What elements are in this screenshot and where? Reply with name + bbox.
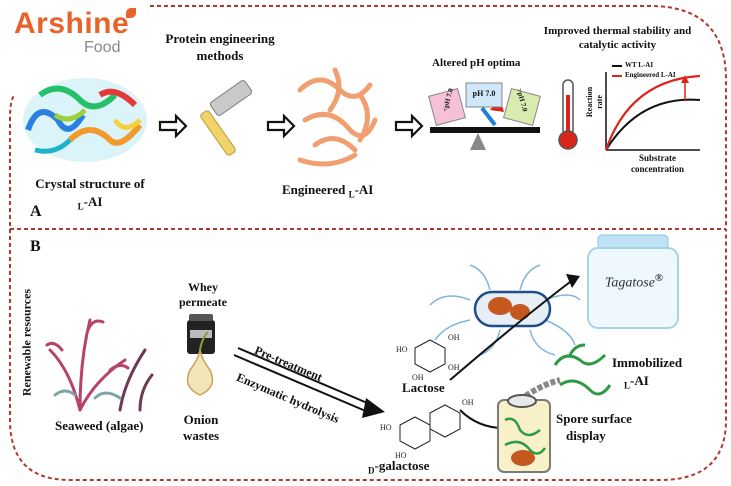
tagatose-text: Tagatose [604,275,655,291]
ph-mid-box [465,82,503,108]
svg-text:OH: OH [448,333,460,342]
brand-logo: Arshine Food [14,8,154,58]
engineered-curve [604,74,701,151]
onion-label: Onion wastes [178,412,224,444]
renewable-label: Renewable resources [19,288,34,397]
svg-text:OH: OH [462,398,474,407]
pretreatment-arrow [233,347,385,418]
crystal-main: -AI [83,194,103,209]
lactose-molecule: HO OH OH OH [396,333,460,382]
galactose-label: D-galactose [368,458,429,476]
immob-line-2: L-AI [624,372,712,395]
galactose-main: -galactose [374,458,430,473]
xlabel-2: concentration [631,164,684,174]
arrow-to-tagatose [449,281,571,381]
panel-b-letter: B [30,238,41,255]
arrow-2 [266,113,296,139]
thermometer-icon [558,79,578,150]
whey-line-1: Whey [188,280,218,294]
whey-label: Whey permeate [178,280,228,310]
immob-sub: L [624,380,631,391]
ylabel: Reaction rate [585,77,605,127]
seaweed-label: Seaweed (algae) [55,418,144,433]
engineered-protein-icon [297,67,378,167]
spore-tube-icon [497,394,551,473]
bacterium-icon [429,264,581,356]
galactose-molecule: HO OH HO [380,398,474,460]
galactose-sub: D [368,465,375,476]
rate-plot [604,65,701,151]
immobilized-enzyme-icon [553,343,612,396]
whey-jar-icon [187,314,215,354]
engineered-tail: -AI [354,182,374,197]
thermal-line-1: Improved thermal stability and [543,25,692,37]
seaweed-icon [45,318,154,412]
protein-eng-line-2: methods [196,48,244,63]
crystal-sub: L [77,201,84,212]
crystal-structure-icon [23,78,147,162]
arrow-1 [158,113,188,139]
immob-line-1: Immobilized [612,355,683,370]
svg-text:HO: HO [395,451,407,460]
tagatose-jar-icon [587,234,679,329]
onion-line-2: wastes [182,428,220,443]
thermal-line-2: catalytic activity [578,39,657,51]
crystal-line-1: Crystal structure of [35,176,145,191]
ph-low-box [428,88,466,126]
svg-text:HO: HO [396,345,408,354]
legend-wt: WT L-AI [625,61,654,69]
arrow-3 [394,113,424,139]
ph-mid-label: pH 7.0 [472,89,496,98]
protein-engineering-label: Protein engineering methods [160,30,280,64]
registered-mark: ® [654,272,664,284]
legend-engineered: Engineered L-AI [625,71,676,79]
panel-b-border [9,229,727,481]
spore-line-1: Spore surface [556,411,632,426]
engineered-sub: L [348,189,355,200]
whey-line-2: permeate [179,295,227,309]
wt-curve [605,98,701,151]
tagatose-label: Tagatose® [594,272,674,292]
engineered-main: Engineered [282,182,349,197]
crystal-structure-label: Crystal structure of L-AI [20,175,160,216]
brand-sub: Food [84,39,121,56]
panel-a-letter: A [30,203,42,220]
brand-name: Arshine [14,7,130,40]
ylabel-1: Reaction [585,86,594,118]
ph-title: Altered pH optima [432,57,521,69]
ylabel-2: rate [595,95,604,109]
svg-text:OH: OH [412,373,424,382]
thermal-title: Improved thermal stability and catalytic… [515,24,720,52]
spore-line-2: display [566,428,606,443]
engineered-label: Engineered L-AI [282,182,373,200]
xlabel-1: Substrate [638,153,676,163]
spore-label: Spore surface display [556,410,666,444]
lactose-label: Lactose [402,380,445,395]
panel-a-border [9,5,727,226]
onion-icon [186,331,214,396]
svg-text:OH: OH [448,363,460,372]
immobilized-label: Immobilized L-AI [612,354,712,395]
hammer-icon [200,80,253,156]
brand-leaf-icon [126,8,136,18]
onion-line-1: Onion [183,412,219,427]
protein-eng-line-1: Protein engineering [165,31,275,46]
svg-text:HO: HO [380,423,392,432]
immob-main: -AI [630,373,649,388]
xlabel: Substrate concentration [620,153,695,175]
ph-high-box [503,88,541,126]
crystal-line-2: L-AI [20,193,160,216]
